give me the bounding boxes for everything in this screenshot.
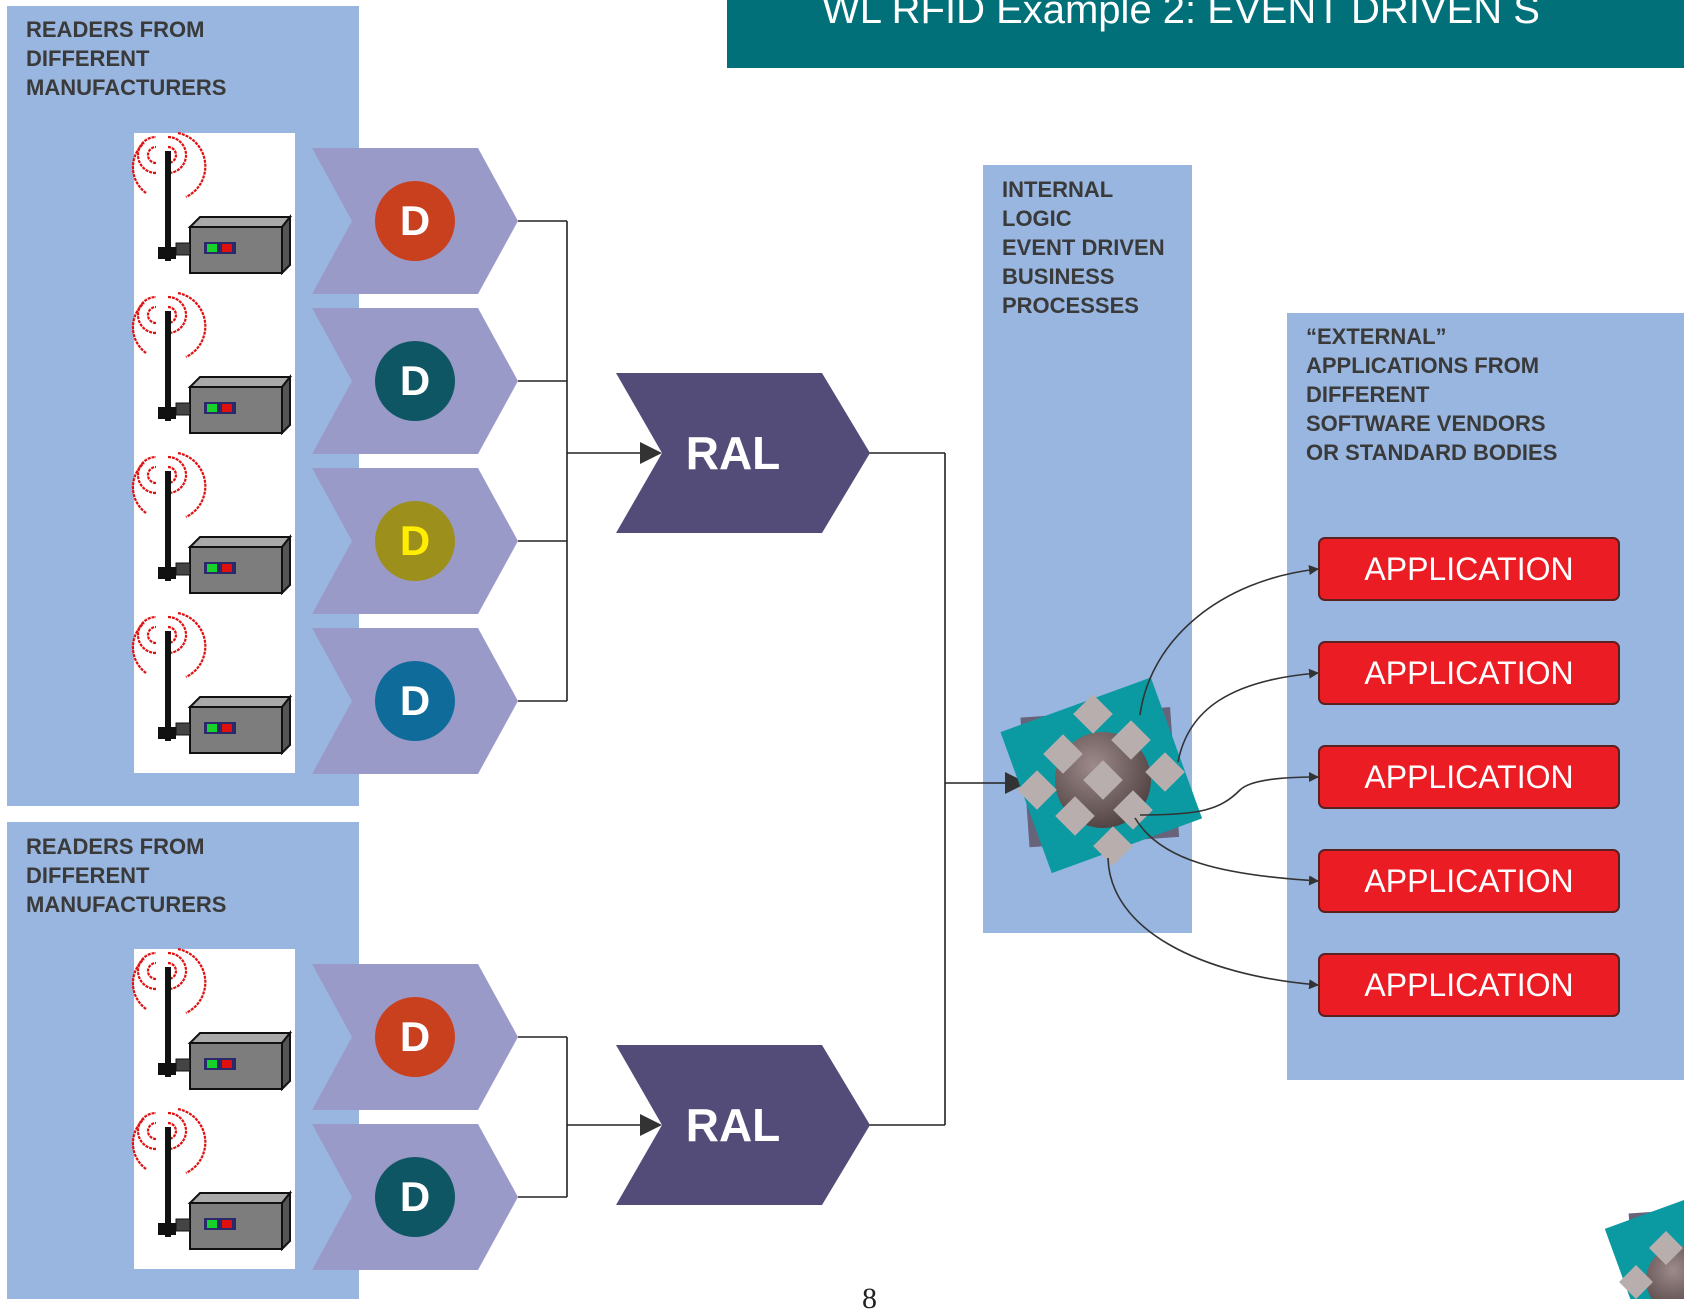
driver-label: D <box>400 357 430 404</box>
driver-circle <box>375 1157 455 1237</box>
internal-logic-label: INTERNAL LOGIC EVENT DRIVEN BUSINESS PRO… <box>1002 177 1165 318</box>
driver-circle <box>375 501 455 581</box>
driver-chevron: D <box>312 1124 518 1270</box>
driver-circle <box>375 181 455 261</box>
ral-label: RAL <box>686 427 781 479</box>
driver-circle <box>375 997 455 1077</box>
driver-label: D <box>400 1173 430 1220</box>
rfid-reader-icon <box>131 291 292 435</box>
rfid-reader-icon <box>131 131 292 275</box>
connector-lines-bottom <box>518 1036 662 1198</box>
driver-chevron: D <box>312 148 518 294</box>
page-number: 8 <box>862 1282 877 1315</box>
application-box[interactable]: APPLICATION <box>1318 745 1620 809</box>
application-box[interactable]: APPLICATION <box>1318 849 1620 913</box>
rfid-reader-icon <box>131 611 292 755</box>
connector-lines-top <box>518 220 662 702</box>
application-box[interactable]: APPLICATION <box>1318 641 1620 705</box>
application-box[interactable]: APPLICATION <box>1318 953 1620 1017</box>
rfid-reader-icon <box>131 451 292 595</box>
driver-label: D <box>400 1013 430 1060</box>
ral-connectors <box>868 452 1027 1126</box>
application-box[interactable]: APPLICATION <box>1318 537 1620 601</box>
driver-chevron: D <box>312 628 518 774</box>
driver-chevron: D <box>312 964 518 1110</box>
external-applications-label: “EXTERNAL” APPLICATIONS FROM DIFFERENT S… <box>1306 324 1558 465</box>
ral-chevron: RAL <box>616 1045 870 1205</box>
ral-chevron: RAL <box>616 373 870 533</box>
ral-label: RAL <box>686 1099 781 1151</box>
driver-label: D <box>400 677 430 724</box>
event-engine-icon <box>1000 677 1203 874</box>
engine-icon-small <box>1604 1187 1684 1299</box>
driver-chevron: D <box>312 468 518 614</box>
rfid-reader-icon <box>131 1107 292 1251</box>
rfid-reader-icon <box>131 947 292 1091</box>
driver-circle <box>375 341 455 421</box>
driver-circle <box>375 661 455 741</box>
readers-bottom-label: READERS FROM DIFFERENT MANUFACTURERS <box>26 834 227 917</box>
driver-label: D <box>400 197 430 244</box>
page-title: WL RFID Example 2: EVENT DRIVEN S <box>822 0 1540 32</box>
application-connectors <box>1107 565 1319 990</box>
title-bar: WL RFID Example 2: EVENT DRIVEN S <box>727 0 1684 68</box>
driver-chevron: D <box>312 308 518 454</box>
driver-label: D <box>400 517 430 564</box>
readers-top-label: READERS FROM DIFFERENT MANUFACTURERS <box>26 17 227 100</box>
